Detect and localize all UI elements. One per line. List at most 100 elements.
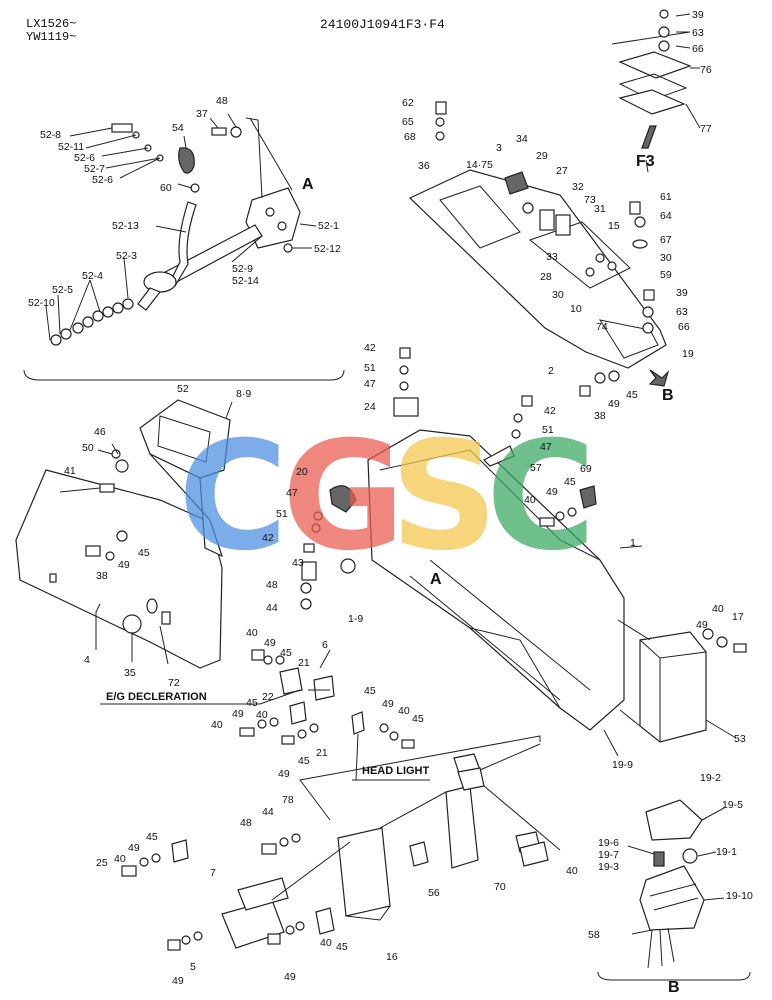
part-number-label: 19-3	[598, 861, 619, 873]
part-number-label: 49	[284, 971, 296, 983]
part-number-label: 38	[594, 410, 606, 422]
part-number-label: 45	[412, 713, 424, 725]
part-number-label: 70	[494, 881, 506, 893]
part-number-label: 52-10	[28, 297, 55, 309]
bracket-20	[329, 485, 357, 513]
part-number-label: 52-8	[40, 129, 61, 141]
part-number-label: 3	[496, 142, 502, 154]
part-number-label: 37	[196, 108, 208, 120]
drawing-number: 24100J10941F3·F4	[320, 17, 445, 32]
part-number-label: 49	[696, 619, 708, 631]
part-number-label: 22	[262, 691, 274, 703]
part-number-label: 1	[630, 537, 636, 549]
part-number-label: 19	[682, 348, 694, 360]
part-number-label: 19-10	[726, 890, 753, 902]
module-56	[445, 785, 479, 869]
part-number-label: 45	[138, 547, 150, 559]
part-number-label: 38	[96, 570, 108, 582]
part-number-label: 52-14	[232, 275, 259, 287]
part-number-label: 25	[96, 857, 108, 869]
head-light-caption: HEAD LIGHT	[362, 765, 430, 777]
side-box-group	[617, 619, 747, 743]
part-number-label: 35	[124, 667, 136, 679]
part-number-label: 47	[286, 487, 298, 499]
part-number-label: 49	[608, 398, 620, 410]
fuse-box-group	[597, 799, 751, 981]
part-number-label: 61	[660, 191, 672, 203]
instrument-panel-group	[15, 399, 233, 669]
eg-deceleration-caption: E/G DECLERATION	[106, 691, 207, 703]
part-number-label: 63	[692, 27, 704, 39]
part-number-label: 48	[216, 95, 228, 107]
serial-line-2: YW1119~	[26, 30, 77, 44]
knob	[178, 147, 195, 174]
part-number-label: 17	[732, 611, 744, 623]
part-number-label: 45	[626, 389, 638, 401]
part-number-label: 19-2	[700, 772, 721, 784]
part-number-label: 52-4	[82, 270, 103, 282]
part-number-label: 72	[168, 677, 180, 689]
part-number-label: 78	[282, 794, 294, 806]
part-number-label: 33	[546, 251, 558, 263]
part-number-label: 16	[386, 951, 398, 963]
part-number-label: 68	[404, 131, 416, 143]
part-number-label: 36	[418, 160, 430, 172]
part-number-label: 52-11	[58, 141, 84, 153]
part-number-label: 47	[540, 441, 552, 453]
part-number-label: 39	[676, 287, 688, 299]
part-number-label: 62	[402, 97, 414, 109]
part-number-label: 52-9	[232, 263, 253, 275]
part-number-label: 45	[336, 941, 348, 953]
part-number-label: 52-12	[314, 243, 341, 255]
part-number-label: 51	[364, 362, 376, 374]
part-number-label: 10	[570, 303, 582, 315]
part-number-label: 1-9	[348, 613, 363, 625]
part-number-label: 40	[398, 705, 410, 717]
part-number-label: 49	[232, 708, 244, 720]
part-number-label: 40	[256, 709, 268, 721]
group-52-bracket	[23, 369, 345, 381]
part-number-label: 58	[588, 929, 600, 941]
part-number-label: 8·9	[236, 388, 251, 400]
part-number-label: 76	[700, 64, 712, 76]
switch-hardware-group	[100, 649, 430, 781]
part-number-label: 69	[580, 463, 592, 475]
part-number-label: 45	[364, 685, 376, 697]
part-number-label: 42	[262, 532, 274, 544]
part-number-label: 20	[296, 466, 308, 478]
part-number-label: 30	[552, 289, 564, 301]
part-number-label: 4	[84, 654, 90, 666]
part-number-label: 42	[544, 405, 556, 417]
part-number-label: 77	[700, 123, 712, 135]
serial-line-1: LX1526~	[26, 17, 77, 31]
mount-plate-5	[337, 827, 391, 917]
part-number-label: 52-13	[112, 220, 139, 232]
part-number-label: 19-1	[716, 846, 737, 858]
part-number-label: 63	[676, 306, 688, 318]
console-cover	[408, 169, 667, 369]
part-number-label: 40	[320, 937, 332, 949]
part-number-label: 24	[364, 401, 376, 413]
part-number-label: 48	[240, 817, 252, 829]
part-number-label: 7	[210, 867, 216, 879]
watermark-letter-3: S	[390, 410, 498, 584]
part-number-label: 51	[276, 508, 288, 520]
main-frame-group	[300, 347, 643, 757]
part-number-label: 52-3	[116, 250, 137, 262]
lower-assembly-group	[121, 735, 561, 951]
part-number-label: 45	[280, 647, 292, 659]
watermark-letter-1: C	[178, 410, 288, 584]
part-number-label: 53	[734, 733, 746, 745]
part-number-label: 29	[536, 150, 548, 162]
part-number-label: 19-9	[612, 759, 633, 771]
fuse-cover-19-2	[645, 799, 703, 841]
part-number-label: 73	[584, 194, 596, 206]
part-number-label: 59	[660, 269, 672, 281]
part-number-label: 49	[382, 698, 394, 710]
console-top-group	[408, 9, 701, 387]
part-number-label: 41	[64, 465, 76, 477]
part-number-label: 32	[572, 181, 584, 193]
part-number-label: 40	[246, 627, 258, 639]
